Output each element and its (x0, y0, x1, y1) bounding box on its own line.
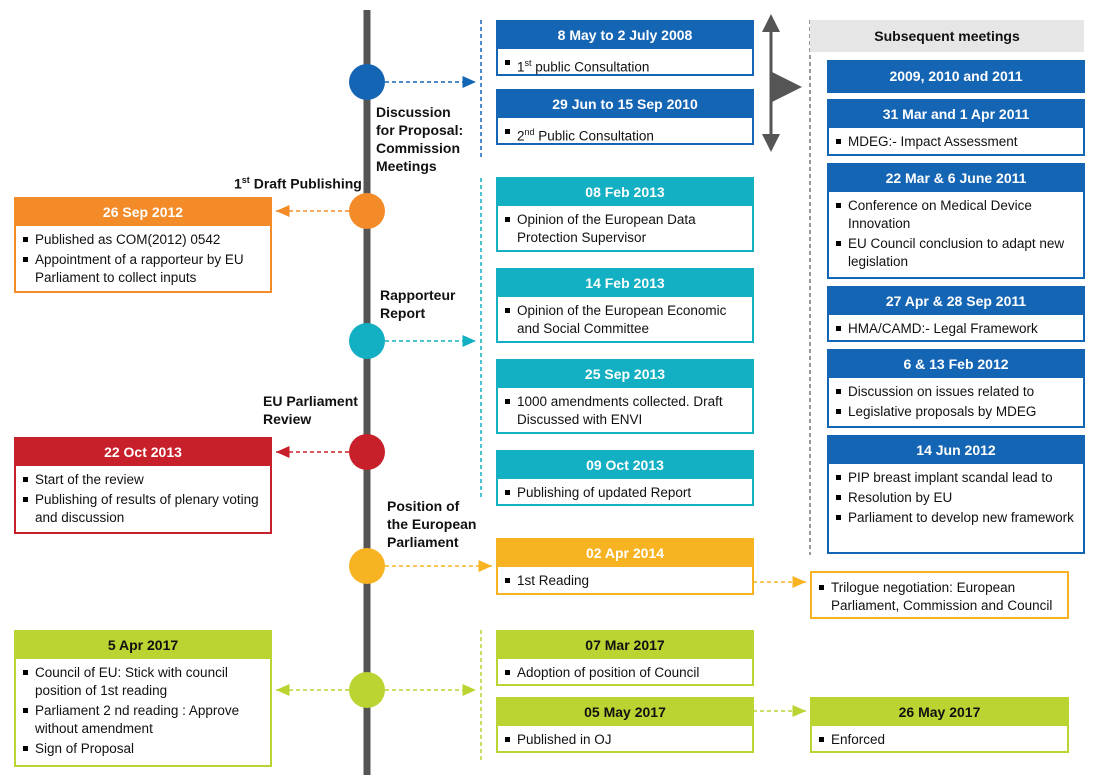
rapporteur-item: Opinion of the European Economic and Soc… (504, 302, 746, 338)
sub-meeting-5: 14 Jun 2012 PIP breast implant scandal l… (827, 435, 1085, 554)
rapporteur-date: 14 Feb 2013 (498, 270, 752, 297)
review-item: Start of the review (22, 471, 264, 489)
reading-item: 1st Reading (504, 572, 746, 590)
sub-meeting-item: Discussion on issues related to (835, 383, 1077, 401)
draft-item: Appointment of a rapporteur by EU Parlia… (22, 251, 264, 287)
trilogue-item: Trilogue negotiation: European Parliamen… (818, 579, 1061, 615)
sub-meeting-date: 22 Mar & 6 June 2011 (829, 165, 1083, 192)
rapporteur-box-4: 09 Oct 2013 Publishing of updated Report (496, 450, 754, 506)
sub-years: 2009, 2010 and 2011 (827, 60, 1085, 93)
sub-meeting-date: 14 Jun 2012 (829, 437, 1083, 464)
consultation-box-2010: 29 Jun to 15 Sep 2010 2nd Public Consult… (496, 89, 754, 145)
council-item: Parliament 2 nd reading : Approve withou… (22, 702, 264, 738)
published-item: Published in OJ (504, 731, 746, 749)
enforced-date: 26 May 2017 (812, 699, 1067, 726)
adoption-item: Adoption of position of Council (504, 664, 746, 682)
sub-meeting-date: 6 & 13 Feb 2012 (829, 351, 1083, 378)
milestone-review (349, 434, 385, 470)
adoption-box: 07 Mar 2017 Adoption of position of Coun… (496, 630, 754, 686)
rapporteur-date: 25 Sep 2013 (498, 361, 752, 388)
consultation-date: 29 Jun to 15 Sep 2010 (498, 91, 752, 118)
rapporteur-box-3: 25 Sep 2013 1000 amendments collected. D… (496, 359, 754, 434)
sub-meeting-item: Parliament to develop new framework (835, 509, 1077, 527)
sub-years-box: 2009, 2010 and 2011 (827, 60, 1085, 93)
adoption-date: 07 Mar 2017 (498, 632, 752, 659)
council-box: 5 Apr 2017 Council of EU: Stick with cou… (14, 630, 272, 767)
milestone-position (349, 548, 385, 584)
consultation-item: 2nd Public Consultation (504, 123, 746, 146)
enforced-item: Enforced (818, 731, 1061, 749)
rapporteur-item: 1000 amendments collected. Draft Discuss… (504, 393, 746, 429)
sub-meeting-1: 31 Mar and 1 Apr 2011 MDEG:- Impact Asse… (827, 99, 1085, 156)
milestone-rapporteur (349, 323, 385, 359)
enforced-box: 26 May 2017 Enforced (810, 697, 1069, 753)
published-date: 05 May 2017 (498, 699, 752, 726)
council-item: Sign of Proposal (22, 740, 264, 758)
rapporteur-box-2: 14 Feb 2013 Opinion of the European Econ… (496, 268, 754, 343)
milestone-council (349, 672, 385, 708)
published-box: 05 May 2017 Published in OJ (496, 697, 754, 753)
sub-meeting-item: Legislative proposals by MDEG (835, 403, 1077, 421)
milestone-draft (349, 193, 385, 229)
rapporteur-box-1: 08 Feb 2013 Opinion of the European Data… (496, 177, 754, 252)
sub-meeting-item: MDEG:- Impact Assessment (835, 133, 1077, 151)
review-date: 22 Oct 2013 (16, 439, 270, 466)
rapporteur-item: Opinion of the European Data Protection … (504, 211, 746, 247)
rapporteur-date: 09 Oct 2013 (498, 452, 752, 479)
sub-meeting-2: 22 Mar & 6 June 2011 Conference on Medic… (827, 163, 1085, 279)
rapporteur-date: 08 Feb 2013 (498, 179, 752, 206)
sub-meeting-item: Resolution by EU (835, 489, 1077, 507)
draft-item: Published as COM(2012) 0542 (22, 231, 264, 249)
sub-meeting-4: 6 & 13 Feb 2012 Discussion on issues rel… (827, 349, 1085, 428)
rapporteur-item: Publishing of updated Report (504, 484, 746, 502)
draft-box: 26 Sep 2012 Published as COM(2012) 0542 … (14, 197, 272, 293)
trilogue-box: Trilogue negotiation: European Parliamen… (810, 571, 1069, 619)
sub-meeting-item: EU Council conclusion to adapt new legis… (835, 235, 1077, 271)
review-item: Publishing of results of plenary voting … (22, 491, 264, 527)
sub-meeting-3: 27 Apr & 28 Sep 2011 HMA/CAMD:- Legal Fr… (827, 286, 1085, 342)
review-box: 22 Oct 2013 Start of the review Publishi… (14, 437, 272, 534)
sub-meeting-item: PIP breast implant scandal lead to (835, 469, 1077, 487)
consultation-date: 8 May to 2 July 2008 (498, 22, 752, 49)
milestone-discussion (349, 64, 385, 100)
sub-meeting-date: 27 Apr & 28 Sep 2011 (829, 288, 1083, 315)
sub-meeting-date: 31 Mar and 1 Apr 2011 (829, 101, 1083, 128)
reading-date: 02 Apr 2014 (498, 540, 752, 567)
sub-meeting-item: Conference on Medical Device Innovation (835, 197, 1077, 233)
reading-box: 02 Apr 2014 1st Reading (496, 538, 754, 595)
council-date: 5 Apr 2017 (16, 632, 270, 659)
consultation-box-2008: 8 May to 2 July 2008 1st public Consulta… (496, 20, 754, 76)
sub-meeting-item: HMA/CAMD:- Legal Framework (835, 320, 1077, 338)
council-item: Council of EU: Stick with council positi… (22, 664, 264, 700)
label-draft-publishing: 1st Draft Publishing (234, 175, 362, 192)
consultation-item: 1st public Consultation (504, 54, 746, 77)
draft-date: 26 Sep 2012 (16, 199, 270, 226)
subsequent-meetings-title: Subsequent meetings (810, 20, 1084, 52)
